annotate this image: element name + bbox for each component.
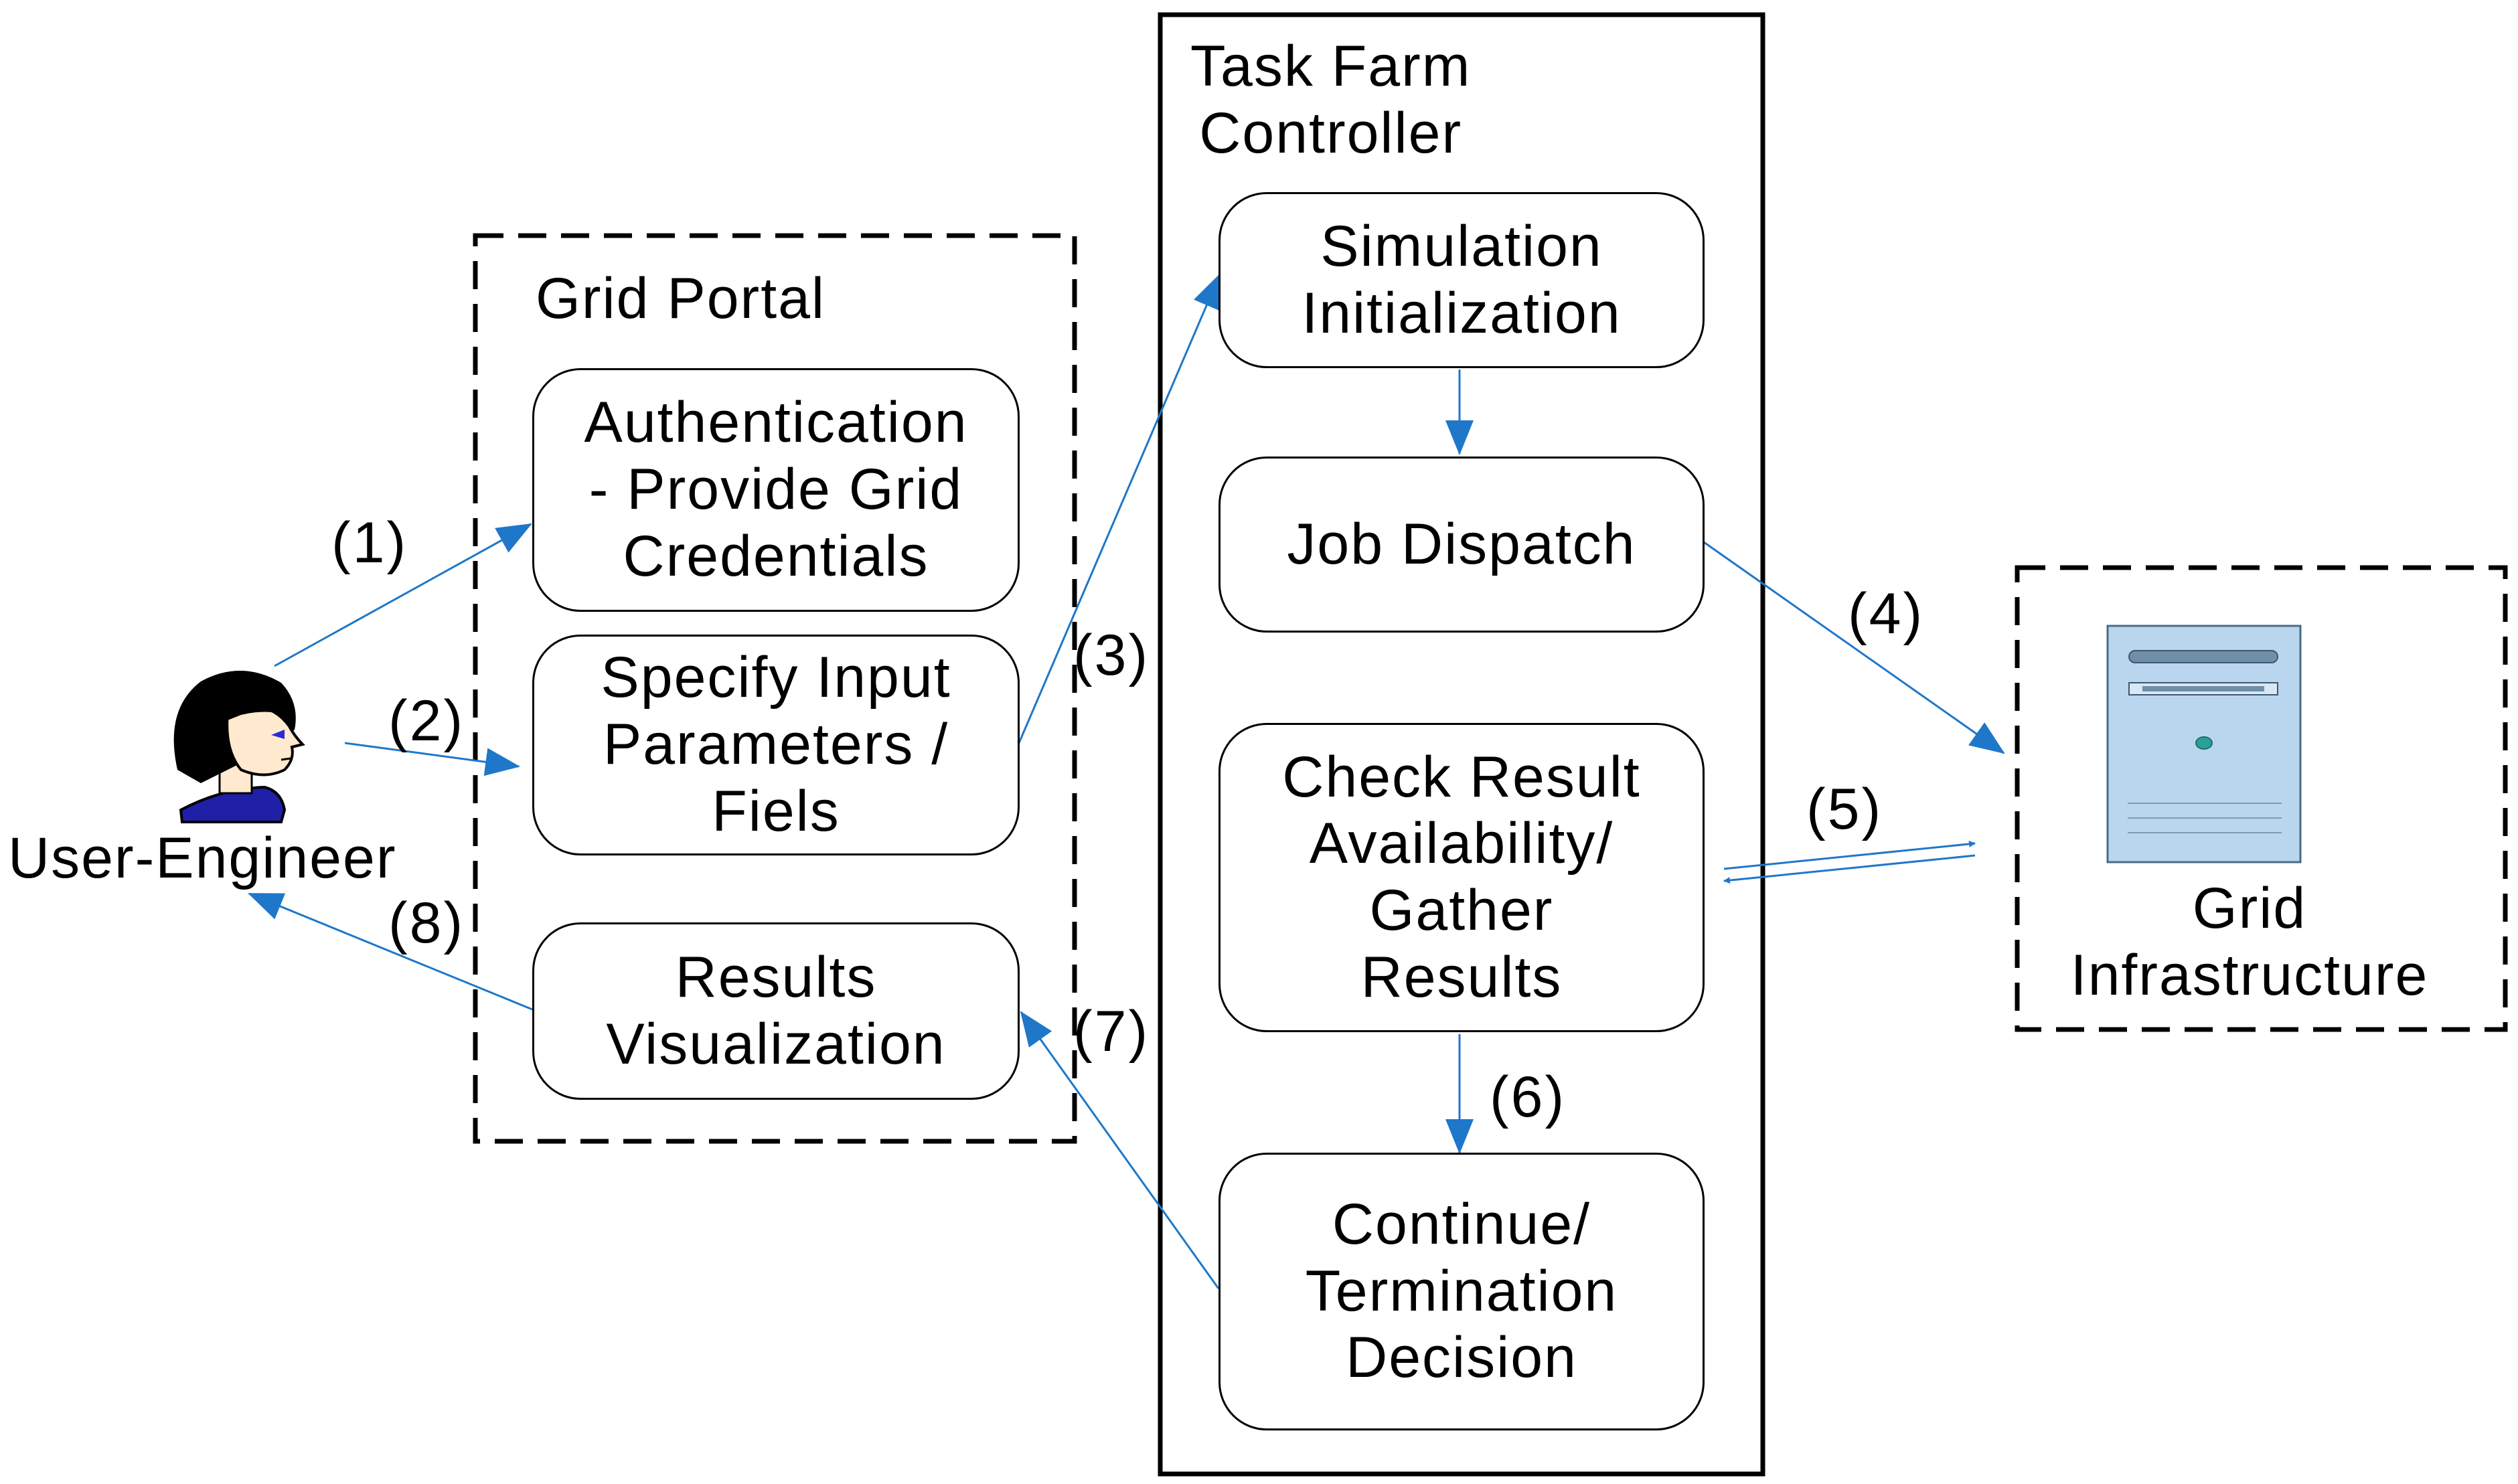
task-farm-title: Task Farm Controller — [1190, 34, 1472, 165]
server-icon — [2106, 625, 2302, 863]
step-label-2: (2) — [388, 689, 465, 753]
step-label-6: (6) — [1490, 1065, 1567, 1129]
simulation-initialization-box: Simulation Initialization — [1218, 192, 1705, 368]
user-engineer-icon — [173, 670, 305, 823]
specify-input-box: Specify Input Parameters / Fiels — [532, 635, 1020, 855]
step-label-1: (1) — [331, 511, 408, 575]
user-engineer-label: User-Engineer — [8, 826, 397, 890]
results-visualization-box: Results Visualization — [532, 922, 1020, 1100]
arrow-step-7 — [1020, 1011, 1220, 1289]
grid-portal-title: Grid Portal — [536, 266, 826, 331]
arrow-step-8 — [248, 892, 533, 1011]
continue-termination-box: Continue/ Termination Decision — [1218, 1153, 1705, 1430]
step-label-5: (5) — [1806, 777, 1883, 841]
arrow-step-3 — [1018, 273, 1221, 744]
task-farm-container — [1158, 12, 1765, 1477]
arrow-step-5-out — [1723, 840, 1976, 870]
step-label-8: (8) — [388, 891, 465, 955]
check-result-box: Check Result Availability/ Gather Result… — [1218, 723, 1705, 1032]
grid-infrastructure-title: Grid Infrastructure — [2070, 876, 2429, 1007]
grid-portal-container — [473, 233, 1077, 1144]
authentication-box: Authentication - Provide Grid Credential… — [532, 368, 1020, 612]
step-label-3: (3) — [1073, 623, 1150, 687]
step-label-7: (7) — [1073, 999, 1150, 1064]
arrow-step-2 — [344, 742, 520, 776]
arrow-step-4 — [1703, 541, 2005, 754]
arrow-step-5-in — [1723, 854, 1976, 884]
arrow-step-1 — [274, 523, 532, 667]
step-label-4: (4) — [1848, 582, 1925, 646]
job-dispatch-box: Job Dispatch — [1218, 457, 1705, 633]
